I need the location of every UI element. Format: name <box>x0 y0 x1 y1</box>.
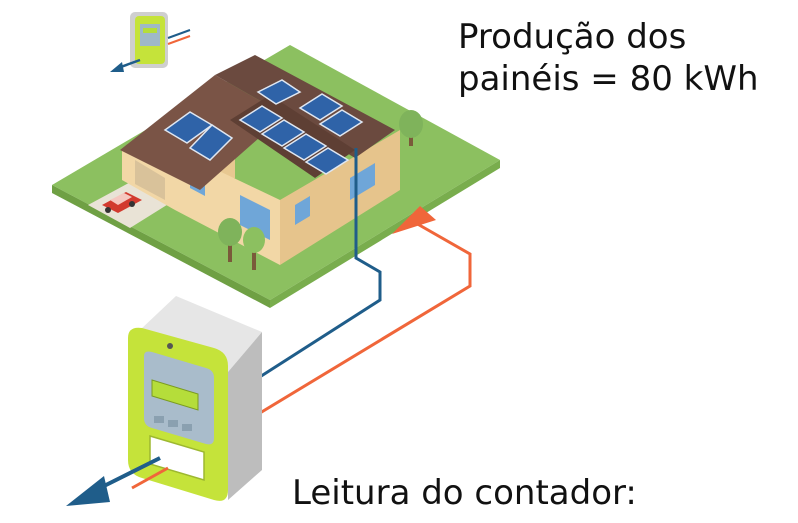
orange-arrow-head <box>392 206 436 234</box>
export-line-blue <box>95 456 161 492</box>
production-caption-line1: Produção dos <box>458 17 687 57</box>
export-arrow-icon <box>66 476 110 506</box>
export-line-orange <box>131 466 169 490</box>
tree-icon <box>243 227 265 270</box>
small-meter-icon <box>110 12 191 72</box>
smart-meter-icon <box>128 296 262 501</box>
solar-panels <box>163 79 364 175</box>
production-caption-line2: painéis = 80 kWh <box>458 59 759 100</box>
garage-door <box>135 160 165 200</box>
lawn-edge-right <box>270 160 500 308</box>
car-icon <box>102 192 142 213</box>
tree-icon <box>218 218 242 262</box>
window <box>240 195 270 240</box>
tree-icon <box>399 110 423 146</box>
grid-line-orange <box>254 220 472 418</box>
window <box>295 196 310 225</box>
grid-line-blue <box>254 148 382 382</box>
production-caption: Produção dos painéis = 80 kWh <box>458 16 759 100</box>
lawn-edge <box>52 185 270 308</box>
house-wall-right <box>280 130 400 265</box>
meter-reading-caption: Leitura do contador: <box>292 473 637 513</box>
lawn <box>52 45 500 300</box>
